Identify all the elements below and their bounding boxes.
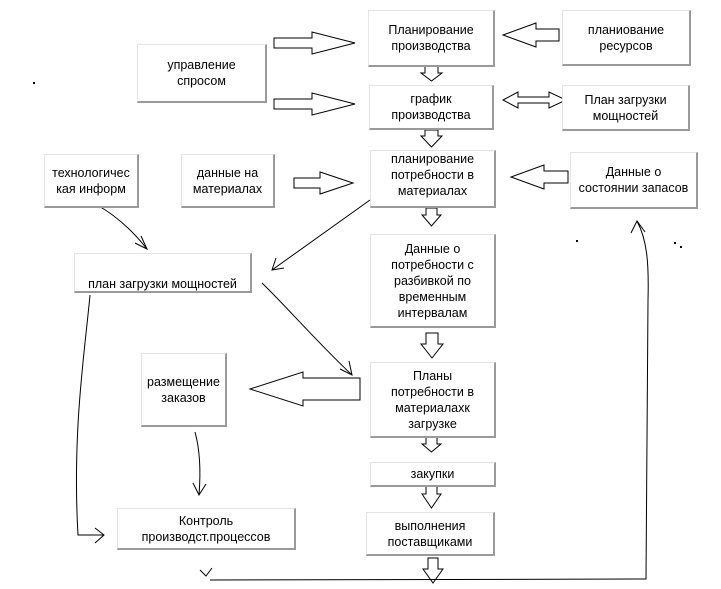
node-material-plans: Планы потребности в материалахк загрузке xyxy=(370,362,496,438)
node-label: закупки xyxy=(410,467,455,481)
line-feedback-loop xyxy=(209,220,649,581)
node-inventory-data: Данные о состоянии запасов xyxy=(570,152,698,209)
node-production-planning: Планирование производства xyxy=(368,10,495,67)
arrowhead-tech-to-capacity xyxy=(134,235,149,251)
stray-dot xyxy=(674,242,676,244)
line-mrp-to-capacity xyxy=(271,199,371,271)
arrow-down-3 xyxy=(420,207,443,227)
node-label: Контроль производст.процессов xyxy=(141,513,271,544)
node-label: план загрузки мощностей xyxy=(88,276,237,291)
node-supplier-fulfillment: выполнения поставщиками xyxy=(366,512,495,556)
arrowhead-feedback-loop xyxy=(630,220,646,234)
arrowhead-capacity-to-control xyxy=(94,527,105,544)
stray-dot xyxy=(680,246,682,248)
node-label: План загрузки мощностей xyxy=(584,92,667,123)
arrow-demand-to-schedule xyxy=(273,92,356,116)
arrowhead-orders-to-control xyxy=(192,482,207,497)
node-label: Планирование производства xyxy=(388,23,474,53)
node-resource-planning: планиование ресурсов xyxy=(562,10,691,66)
node-label: данные на материалах xyxy=(192,165,263,196)
node-process-control: Контроль производст.процессов xyxy=(117,508,296,550)
stray-dot xyxy=(33,82,35,84)
stray-dot xyxy=(576,240,578,242)
line-control-bottom xyxy=(199,567,213,577)
node-tech-info: технологичес кая информ xyxy=(44,154,139,208)
node-label: график производства xyxy=(391,92,471,122)
node-mrp: планирование потребности в материалах xyxy=(370,150,496,208)
arrow-down-7 xyxy=(422,557,444,584)
arrow-demand-to-planning xyxy=(273,31,356,55)
node-capacity-plan-left: план загрузки мощностей xyxy=(74,253,252,293)
line-capacity-to-plans xyxy=(261,282,353,376)
node-material-data: данные на материалах xyxy=(181,154,275,208)
arrow-down-5 xyxy=(420,436,443,453)
node-label: технологичес кая информ xyxy=(52,165,130,196)
node-label: размещение заказов xyxy=(147,374,220,405)
arrow-down-1 xyxy=(419,65,444,82)
arrow-down-4 xyxy=(419,332,445,359)
arrow-down-2 xyxy=(419,129,444,148)
node-production-schedule: график производства xyxy=(369,85,494,130)
node-label: выполнения поставщиками xyxy=(387,518,473,549)
arrow-down-6 xyxy=(421,483,442,509)
arrowhead-capacity-to-plans xyxy=(339,360,353,376)
arrow-inventory-to-mrp xyxy=(509,164,569,190)
node-capacity-plan-top: План загрузки мощностей xyxy=(562,85,690,131)
arrow-plans-to-orders xyxy=(248,371,361,407)
node-label: Данные о потребности с разбивкой по врем… xyxy=(391,241,474,320)
node-requirements-by-intervals: Данные о потребности с разбивкой по врем… xyxy=(370,234,496,328)
node-label: планиование ресурсов xyxy=(587,22,665,53)
arrow-material-data-to-mrp xyxy=(293,171,355,195)
node-order-placement: размещение заказов xyxy=(141,353,227,427)
line-tech-to-capacity xyxy=(96,204,148,250)
line-capacity-to-control xyxy=(75,294,104,536)
node-purchases: закупки xyxy=(370,462,496,487)
node-label: Планы потребности в материалахк загрузке xyxy=(390,368,475,431)
node-label: Данные о состоянии запасов xyxy=(578,165,689,195)
node-label: планирование потребности в материалах xyxy=(390,152,475,198)
arrow-schedule-capacity-double xyxy=(501,91,568,109)
arrowhead-mrp-to-capacity xyxy=(271,257,285,271)
node-demand-management: управление спросом xyxy=(137,44,267,103)
node-label: управление спросом xyxy=(167,58,236,88)
arrow-resources-to-planning xyxy=(501,22,560,48)
line-orders-to-control xyxy=(194,431,201,496)
